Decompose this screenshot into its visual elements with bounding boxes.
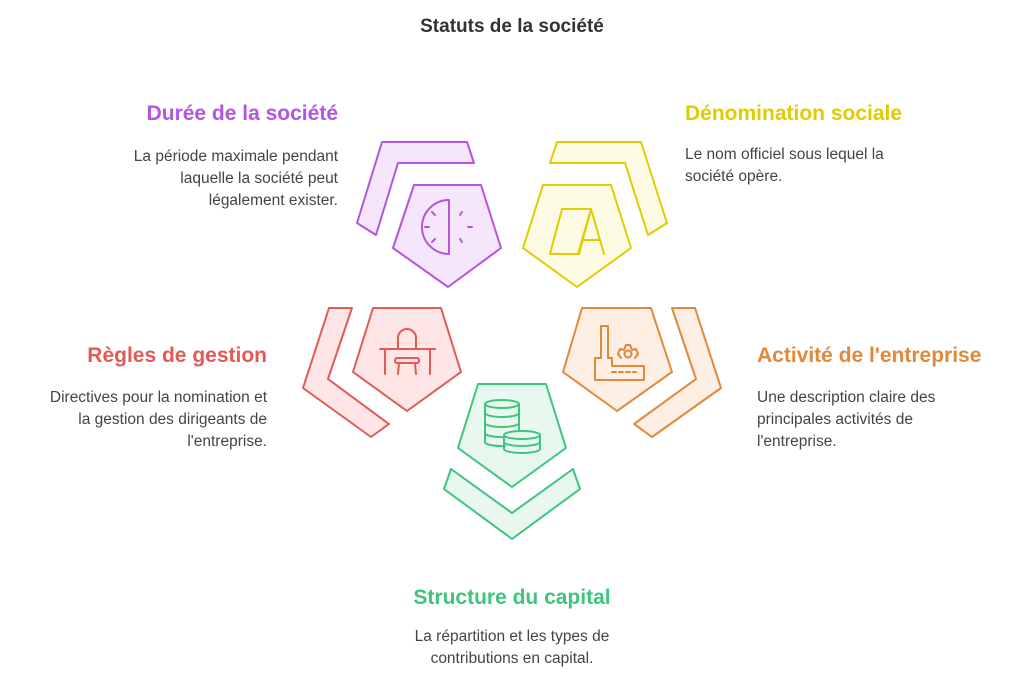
- half-clock-icon: [421, 199, 473, 255]
- description-line: principales activités de: [757, 411, 913, 428]
- denomination-segment: [522, 141, 668, 288]
- desk-chair-icon: [379, 328, 436, 375]
- letter-a-icon: [549, 208, 605, 255]
- description-line: Une description claire des: [757, 389, 936, 406]
- description-line: la gestion des dirigeants de: [78, 411, 267, 428]
- duree-pentagon: [392, 184, 502, 288]
- activite-segment: [562, 307, 722, 438]
- regles-description: Directives pour la nomination et la gest…: [50, 387, 267, 453]
- duree-segment: [356, 141, 502, 288]
- duree-heading: Durée de la société: [146, 102, 338, 125]
- structure-heading: Structure du capital: [413, 586, 611, 609]
- structure-chevron: [443, 468, 581, 540]
- description-line: La répartition et les types de: [414, 628, 610, 645]
- description-line: légalement exister.: [208, 192, 338, 209]
- regles-pentagon: [352, 307, 462, 412]
- structure-segment: [443, 383, 581, 540]
- description-line: l'entreprise.: [187, 433, 267, 450]
- denomination-bracket: [549, 141, 668, 236]
- activite-pentagon: [562, 307, 673, 412]
- activite-heading: Activité de l'entreprise: [757, 344, 982, 367]
- description-line: Directives pour la nomination et: [49, 389, 267, 406]
- description-line: société opère.: [685, 168, 783, 185]
- activite-bracket: [633, 307, 722, 438]
- duree-description: La période maximale pendant laquelle la …: [134, 146, 338, 212]
- coins-icon: [484, 399, 541, 454]
- activite-description: Une description claire des principales a…: [757, 387, 935, 453]
- description-line: l'entreprise.: [757, 433, 837, 450]
- description-line: La période maximale pendant: [133, 148, 338, 165]
- diagram-title: Statuts de la société: [420, 16, 604, 37]
- structure-description: La répartition et les types de contribut…: [0, 626, 1024, 670]
- description-line: Le nom officiel sous lequel la: [685, 146, 884, 163]
- regles-bracket: [302, 307, 390, 438]
- denomination-pentagon: [522, 184, 632, 288]
- description-line: contributions en capital.: [430, 650, 594, 667]
- description-line: laquelle la société peut: [180, 170, 338, 187]
- factory-icon: [594, 325, 645, 381]
- regles-heading: Règles de gestion: [87, 344, 267, 367]
- duree-bracket: [356, 141, 475, 236]
- regles-segment: [302, 307, 462, 438]
- denomination-heading: Dénomination sociale: [685, 102, 903, 125]
- denomination-description: Le nom officiel sous lequel la société o…: [685, 144, 884, 188]
